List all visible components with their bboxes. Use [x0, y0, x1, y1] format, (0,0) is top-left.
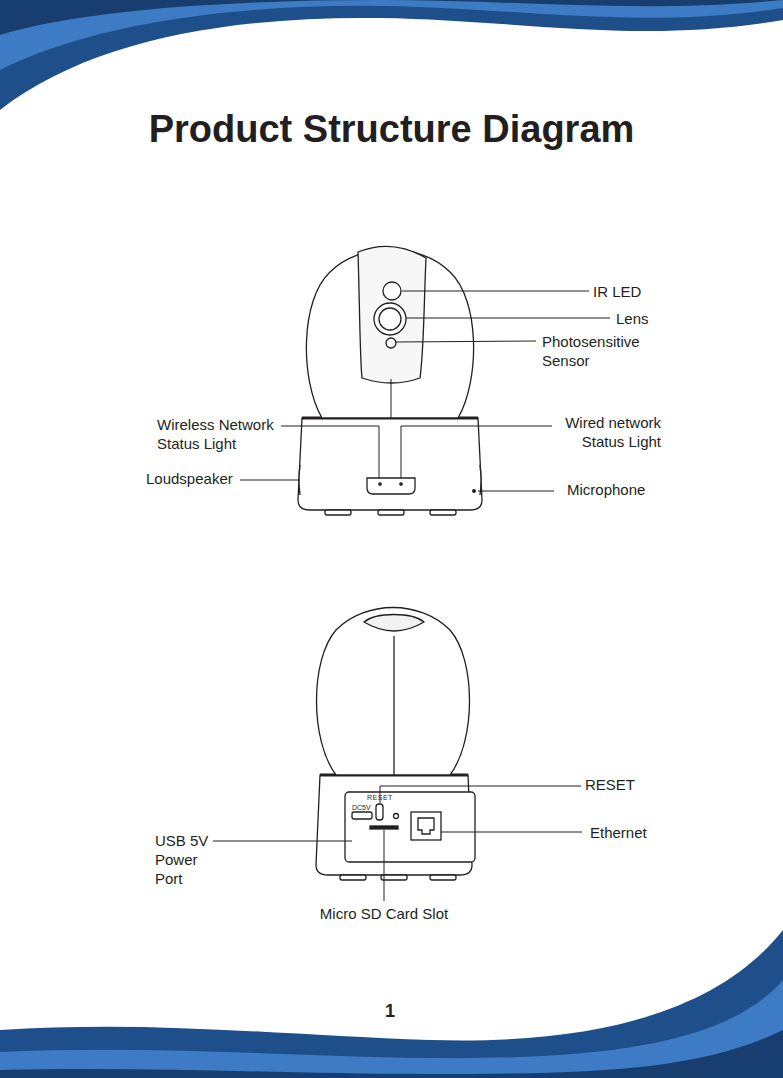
part-label: Loudspeaker — [146, 469, 246, 488]
leader-line — [401, 426, 552, 478]
part-label: Wired network Status Light — [555, 413, 661, 451]
status-light — [400, 483, 402, 485]
back-camera — [316, 608, 475, 881]
lens-inner — [379, 308, 401, 330]
part-label: IR LED — [593, 282, 673, 301]
ethernet-socket — [418, 818, 434, 834]
microphone-hole — [473, 490, 476, 493]
face-panel — [358, 247, 426, 383]
front-leaders — [240, 291, 610, 491]
status-light-panel — [367, 478, 415, 494]
port-marking: DC5V — [352, 804, 376, 812]
bottom-wave — [0, 930, 783, 1078]
leader-line — [406, 318, 610, 319]
part-label: Micro SD Card Slot — [314, 904, 454, 923]
back-leaders — [213, 786, 582, 901]
leader-line — [380, 786, 468, 803]
foot — [378, 510, 404, 515]
leader-line — [213, 841, 352, 842]
part-label: Photosensitive Sensor — [542, 332, 654, 370]
sd-slot — [370, 826, 398, 829]
foot — [381, 875, 407, 880]
top-wave-light — [0, 0, 783, 70]
top-wave — [0, 0, 783, 110]
foot — [430, 875, 456, 880]
leader-line — [468, 786, 581, 787]
indicator — [394, 814, 399, 819]
leader-line — [478, 491, 554, 492]
part-label: USB 5V Power Port — [155, 831, 227, 888]
page-title: Product Structure Diagram — [0, 108, 783, 151]
leader-line — [391, 379, 392, 418]
usb-port — [352, 812, 372, 819]
top-wave-dark — [0, 0, 783, 35]
leader-line — [281, 426, 379, 478]
reset-button — [376, 804, 383, 820]
head-seam — [393, 636, 394, 775]
foot — [430, 510, 456, 515]
part-label: Ethernet — [590, 823, 670, 842]
head — [317, 608, 470, 776]
base — [298, 418, 482, 510]
leader-line — [240, 480, 300, 481]
front-camera — [298, 247, 482, 515]
leader-line — [384, 830, 385, 901]
back-panel — [345, 792, 475, 862]
foot — [340, 875, 366, 880]
port-marking: RESET — [367, 794, 395, 802]
photosensitive-sensor — [386, 338, 396, 348]
leader-line — [441, 832, 582, 833]
bottom-wave-light — [0, 980, 783, 1078]
page-number: 1 — [370, 1000, 410, 1022]
bottom-wave-dark — [0, 1030, 783, 1078]
part-label: Lens — [616, 309, 676, 328]
leader-line — [396, 341, 536, 342]
leader-line — [402, 291, 589, 292]
lens — [374, 303, 406, 335]
head-top — [364, 615, 424, 632]
ethernet-port — [411, 812, 441, 840]
ir-led — [383, 282, 401, 300]
status-light — [379, 483, 381, 485]
part-label: Microphone — [567, 480, 667, 499]
foot — [325, 510, 351, 515]
part-label: RESET — [585, 775, 655, 794]
part-label: Wireless Network Status Light — [157, 415, 281, 453]
